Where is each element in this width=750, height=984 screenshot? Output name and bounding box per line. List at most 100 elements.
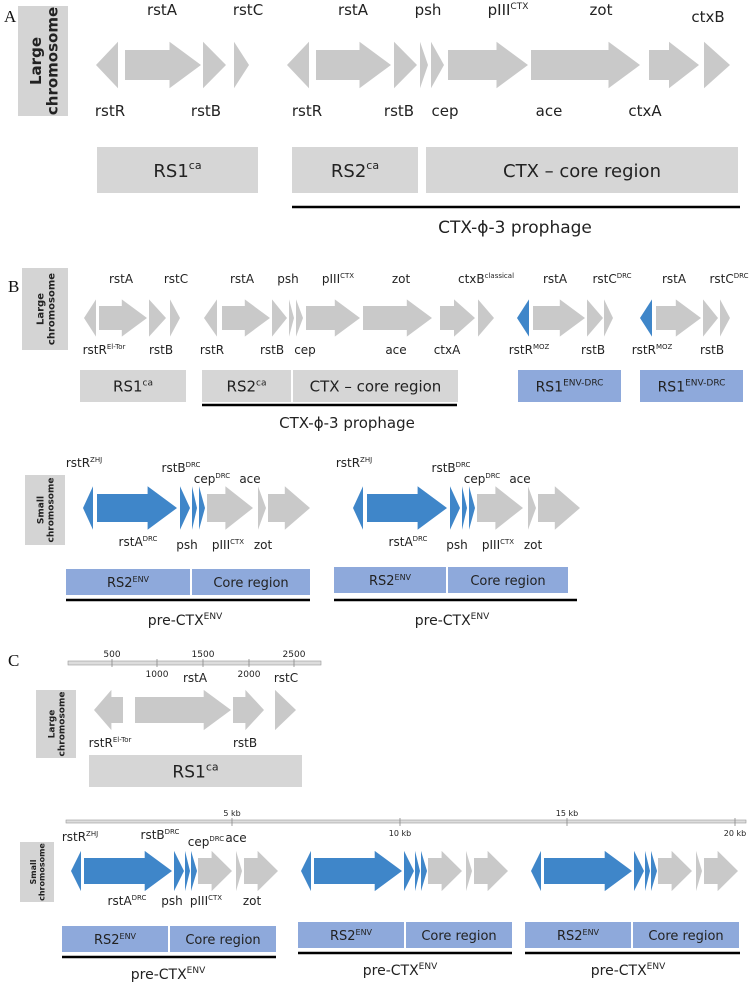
b-ctxB-label: ctxBclassical bbox=[458, 272, 514, 286]
b-small2-psh-arrow bbox=[462, 486, 467, 530]
b-small2-prectx-label: pre-CTXENV bbox=[415, 612, 490, 629]
b3-rstA-label: rstA bbox=[543, 272, 568, 286]
a-ctxA-arrow bbox=[649, 41, 699, 89]
b-rs2-box bbox=[202, 370, 291, 402]
panel-a-letter: A bbox=[4, 7, 17, 26]
panel-b-small-chromosome-box bbox=[25, 475, 65, 545]
b-small1-rs2-box bbox=[66, 569, 190, 595]
b-small2-core-box-label: Core region bbox=[470, 574, 545, 589]
c-small3-pIII-arrow bbox=[658, 850, 692, 892]
c-small1-prectx-label: pre-CTXENV bbox=[131, 966, 206, 983]
b-small2-zot-label: zot bbox=[524, 538, 543, 552]
b-rs2-box-label: RS2ca bbox=[227, 378, 267, 396]
b-cep-label: cep bbox=[294, 343, 316, 357]
a-prophage-label: CTX-ϕ-3 prophage bbox=[438, 218, 592, 238]
b-small2-pIII-arrow bbox=[477, 486, 523, 530]
c-small3-ace-arrow bbox=[696, 850, 702, 892]
c-small3-cep-arrow bbox=[651, 850, 657, 892]
b-small2-cep-label: cepDRC bbox=[464, 472, 501, 486]
b-rs1-box bbox=[80, 370, 186, 402]
b-pIII-arrow bbox=[306, 299, 360, 337]
a-ctx-core-box-label: CTX – core region bbox=[503, 161, 661, 182]
b2-rs1-env-drc-box-label: RS1ENV-DRC bbox=[658, 378, 726, 395]
b-small1-pIII-arrow bbox=[207, 486, 253, 530]
c-small1-zot-label: zot bbox=[243, 894, 262, 908]
b4-rstR-label: rstRMOZ bbox=[632, 343, 673, 357]
b-small1-rstA-label: rstADRC bbox=[119, 535, 158, 549]
c-small1-rs2-box-label: RS2ENV bbox=[94, 932, 137, 948]
a-rs1-box-label: RS1ca bbox=[153, 159, 201, 182]
b-small2-rstA-label: rstADRC bbox=[389, 535, 428, 549]
b-zot-arrow bbox=[363, 299, 432, 337]
c-small3-core-box bbox=[633, 922, 739, 948]
b-rstB-arrow bbox=[149, 299, 166, 337]
a-zot-arrow bbox=[531, 41, 640, 89]
b-rstA-arrow bbox=[99, 299, 147, 337]
c-rstR-label: rstREl-Tor bbox=[89, 736, 132, 750]
b-small1-rstB-arrow bbox=[180, 486, 190, 530]
c-rstB-arrow bbox=[233, 689, 264, 731]
a-rstA-label: rstA bbox=[147, 1, 178, 19]
b-small2-rstB-arrow bbox=[450, 486, 460, 530]
a2-rstR-arrow bbox=[287, 41, 309, 89]
c-small1-rs2-box bbox=[62, 926, 168, 952]
b-ctxB-arrow bbox=[478, 299, 494, 337]
a-rstR-label: rstR bbox=[95, 102, 125, 120]
b-small1-cep-arrow bbox=[199, 486, 205, 530]
b-small2-ace-label: ace bbox=[509, 472, 530, 486]
region-lines bbox=[62, 205, 740, 959]
b-small2-core-box bbox=[448, 567, 568, 593]
c-small3-rstR-arrow bbox=[531, 850, 541, 892]
b-prophage-label: CTX-ϕ-3 prophage bbox=[279, 414, 415, 432]
c-small2-rstA-arrow bbox=[314, 850, 402, 892]
a-ctxA-label: ctxA bbox=[628, 102, 662, 120]
ruler1-tick-label: 1000 bbox=[146, 670, 169, 680]
c-small2-rs2-box-label: RS2ENV bbox=[330, 928, 373, 944]
b-rstC-arrow bbox=[170, 299, 180, 337]
a-rs2-box bbox=[292, 147, 418, 193]
b3-rstB-label: rstB bbox=[581, 343, 605, 357]
a-rstC-label: rstC bbox=[233, 1, 263, 19]
ruler2-bar bbox=[65, 819, 747, 824]
c-small3-rs2-box bbox=[525, 922, 631, 948]
b3-rstR-label: rstRMOZ bbox=[509, 343, 550, 357]
panel-b-large-chromosome-box-label: Largechromosome bbox=[36, 273, 58, 345]
b-rs1-box-label: RS1ca bbox=[113, 378, 153, 396]
b-ctx-core-box-label: CTX – core region bbox=[310, 378, 442, 396]
panel-b-letter: B bbox=[8, 277, 19, 296]
panel-b-large-chromosome-box bbox=[22, 268, 68, 350]
a-rs2-box-label: RS2ca bbox=[331, 159, 379, 182]
c-rstR-arrow bbox=[94, 689, 123, 731]
a-pIII-arrow bbox=[448, 41, 528, 89]
a-ace-label: ace bbox=[536, 102, 563, 120]
c-rstA-arrow bbox=[135, 689, 231, 731]
c-small1-psh-label: psh bbox=[161, 894, 182, 908]
b-small1-rstR-arrow bbox=[83, 486, 93, 530]
a-rstC-arrow bbox=[234, 41, 249, 89]
b3-rstB-arrow bbox=[587, 299, 603, 337]
c-small2-psh-arrow bbox=[415, 850, 420, 892]
b-small1-cep-label: cepDRC bbox=[194, 472, 231, 486]
b-small1-zot-arrow bbox=[268, 486, 310, 530]
b-ctxA-arrow bbox=[440, 299, 475, 337]
b-small1-ace-label: ace bbox=[239, 472, 260, 486]
a2-rstA-label: rstA bbox=[338, 1, 369, 19]
b-small1-rstA-arrow bbox=[97, 486, 177, 530]
ruler2-tick-label: 10 kb bbox=[389, 829, 411, 838]
b-rs1-env-drc-box-label: RS1ENV-DRC bbox=[536, 378, 604, 395]
c-small1-cep-label: cepDRC bbox=[188, 835, 225, 849]
a-zot-label: zot bbox=[590, 1, 613, 19]
b-small1-core-box bbox=[192, 569, 310, 595]
c-small1-rstB-label: rstBDRC bbox=[141, 828, 180, 842]
gene-arrows bbox=[71, 41, 738, 892]
c-small2-rstR-arrow bbox=[301, 850, 311, 892]
b-pIII-label: pIIICTX bbox=[322, 272, 354, 286]
b-rstR-label: rstREl-Tor bbox=[83, 343, 126, 357]
b-psh-label: psh bbox=[277, 272, 298, 286]
c-small3-rstA-arrow bbox=[544, 850, 632, 892]
b4-rstB-arrow bbox=[703, 299, 718, 337]
b-small2-rstB-label: rstBDRC bbox=[432, 461, 471, 475]
b4-rstC-label: rstCDRC bbox=[709, 272, 748, 286]
b3-rstR-arrow bbox=[517, 299, 529, 337]
c-small1-zot-arrow bbox=[244, 850, 278, 892]
